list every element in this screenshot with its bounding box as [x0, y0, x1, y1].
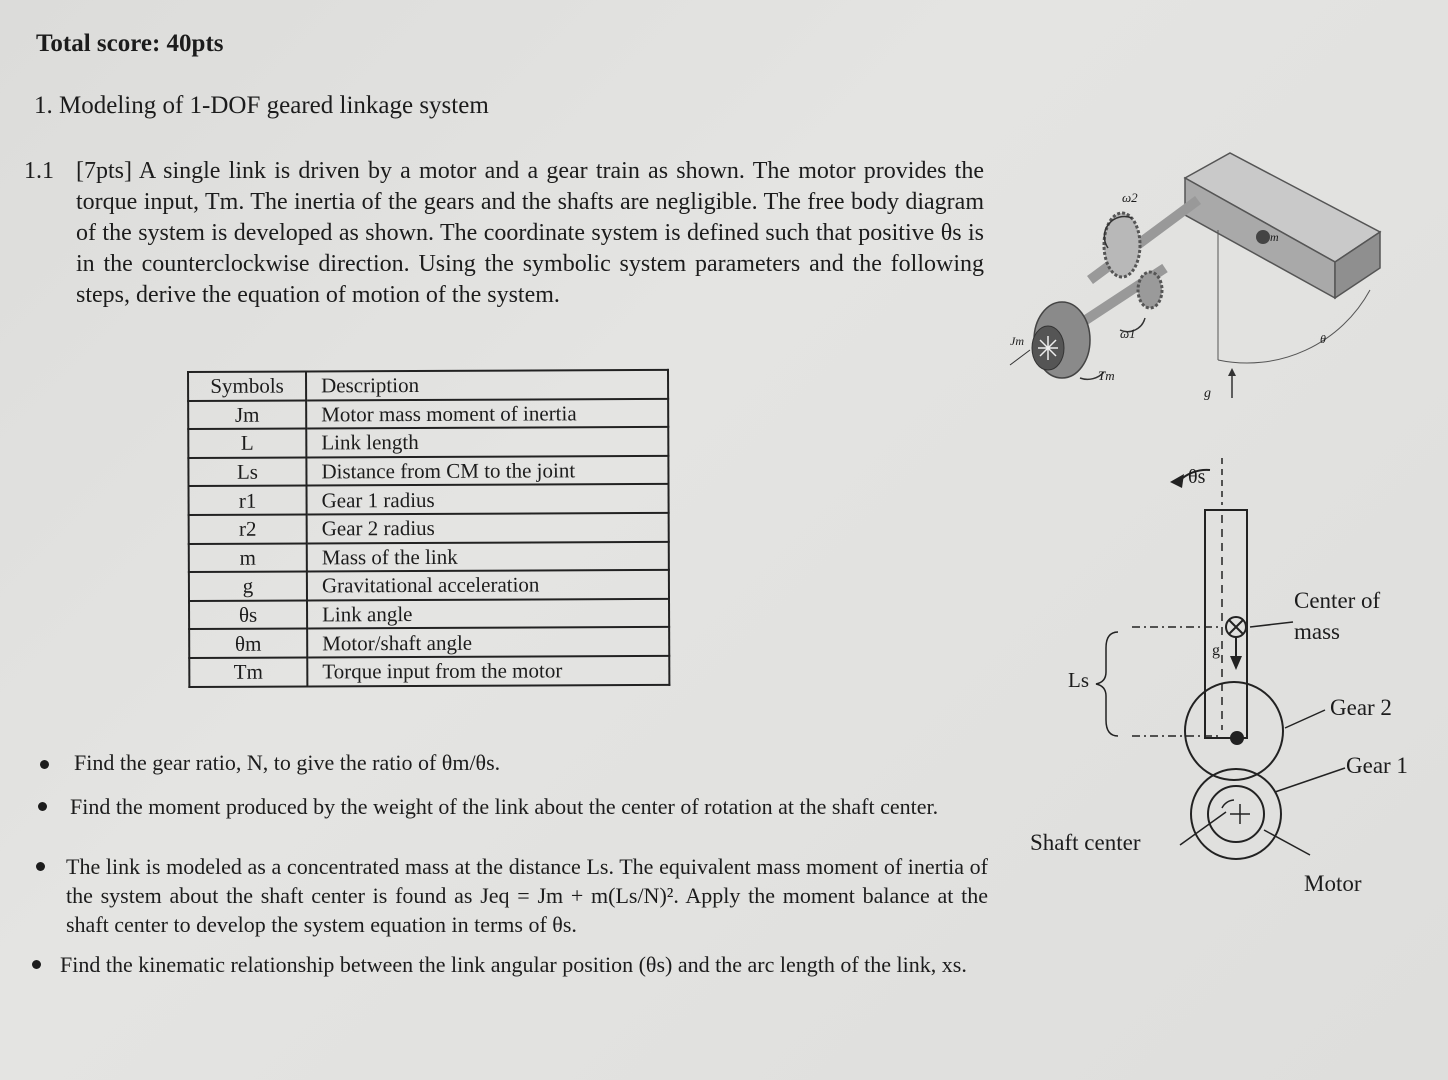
gear-2-label: Gear 2 — [1330, 695, 1392, 720]
motor-pointer — [1263, 829, 1311, 856]
problem-text: [7pts] A single link is driven by a moto… — [76, 158, 984, 308]
theta-arc — [1217, 289, 1371, 364]
link-rectangle — [1204, 509, 1248, 739]
center-of-mass-label: Center of mass — [1294, 588, 1381, 644]
bullet-dot — [38, 802, 47, 811]
link-pivot — [1230, 731, 1244, 745]
fbd-g-label: g — [1212, 642, 1220, 659]
gear1-pointer — [1274, 767, 1346, 793]
ls-brace — [1095, 631, 1119, 737]
gravity-arrowhead — [1228, 368, 1236, 376]
motor-shaft-circle — [1207, 785, 1265, 843]
gear-2-circle — [1184, 681, 1284, 781]
tm-label: Tm — [1098, 368, 1115, 383]
link-mass-marker — [1256, 230, 1270, 244]
gear-2 — [1102, 211, 1142, 279]
g-label: g — [1204, 386, 1211, 401]
task-item: Find the kinematic relationship between … — [60, 952, 967, 977]
task-item: Find the moment produced by the weight o… — [70, 794, 939, 819]
motor-torque-arrow — [1221, 799, 1235, 809]
gear2-pointer — [1284, 709, 1326, 729]
theta-s-arrowhead — [1170, 474, 1184, 488]
com-pointer — [1249, 621, 1294, 628]
omega2-arrow — [1103, 215, 1133, 249]
total-score: Total score: 40pts — [36, 30, 224, 57]
motor-label: Motor — [1304, 871, 1362, 896]
shaft-center-pointer — [1179, 811, 1227, 846]
bullet-dot — [32, 960, 41, 969]
omega2-label: ω2 — [1122, 190, 1138, 205]
link-end-face — [1334, 230, 1381, 300]
gear-1 — [1136, 270, 1164, 310]
problem-number: 1.1 — [24, 158, 54, 184]
bullet-dot — [36, 862, 45, 871]
omega1-label: ω1 — [1120, 326, 1136, 341]
shaft-center-label: Shaft center — [1030, 830, 1141, 855]
com-cross-b — [1228, 619, 1244, 635]
theta-s-label: θs — [1188, 466, 1206, 488]
omega1-arrow — [1119, 317, 1146, 333]
task-item: Find the gear ratio, N, to give the rati… — [74, 750, 501, 775]
ls-label: Ls — [1068, 668, 1089, 692]
theta-label: θ — [1320, 332, 1326, 346]
problem-statement: 1.1 [7pts] A single link is driven by a … — [24, 156, 984, 311]
motor-fan-icon — [1038, 336, 1058, 360]
jm-label: Jm — [1010, 334, 1024, 348]
mass-label: m — [1270, 230, 1279, 244]
section-heading: 1. Modeling of 1-DOF geared linkage syst… — [34, 92, 489, 119]
jm-leader-line — [1009, 349, 1031, 366]
gear-1-label: Gear 1 — [1346, 753, 1408, 778]
weight-arrowhead — [1230, 656, 1242, 670]
torque-arrow — [1079, 371, 1105, 381]
gear-1-circle — [1190, 768, 1282, 860]
bullet-dot — [40, 760, 49, 769]
task-item: The link is modeled as a concentrated ma… — [66, 854, 988, 937]
